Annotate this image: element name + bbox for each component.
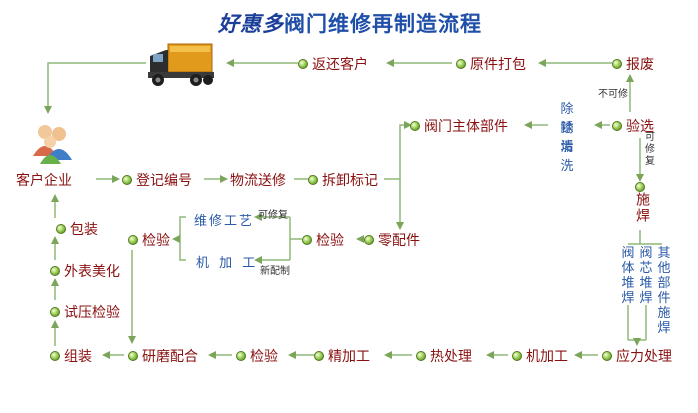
node-dot: [50, 307, 60, 317]
node-heat-treatment: 热处理: [416, 346, 472, 366]
label-descale: 除垢: [560, 121, 584, 155]
node-dot: [602, 351, 612, 361]
node-machining-2: 机 加 工: [196, 256, 259, 271]
node-label: 精加工: [328, 349, 370, 365]
node-label: 试压检验: [64, 305, 120, 321]
label-repairable-1: 可修复: [645, 132, 655, 167]
weld-column-other: 其他部件施焊: [657, 246, 671, 336]
node-label: 登记编号: [136, 173, 192, 189]
node-disassemble: 拆卸标记: [308, 170, 378, 190]
node-dot: [314, 351, 324, 361]
brand-name: 好惠多: [218, 12, 284, 36]
node-dot: [298, 59, 308, 69]
node-pressure-test: 试压检验: [50, 302, 120, 322]
node-repair-process: 维修工艺: [194, 214, 255, 229]
weld-column-core: 阀芯堆焊: [639, 246, 653, 306]
node-label: 检验: [316, 233, 344, 249]
node-dot: [410, 121, 420, 131]
node-label: 施焊: [634, 192, 650, 224]
people-icon: [33, 125, 72, 164]
node-register: 登记编号: [122, 170, 192, 190]
node-inspect-select: 验选: [612, 116, 654, 136]
node-spare-parts: 零配件: [364, 230, 420, 250]
node-packaging: 包装: [56, 219, 98, 239]
label-repairable-2: 可修复: [258, 210, 288, 221]
node-label: 检验: [142, 233, 170, 249]
weld-column-body: 阀体堆焊: [621, 246, 635, 306]
node-machining: 机加工: [512, 346, 568, 366]
node-return-customer: 返还客户: [298, 54, 368, 74]
node-dot: [128, 351, 138, 361]
node-label: 外表美化: [64, 264, 120, 280]
node-dot: [122, 175, 132, 185]
page-title: 好惠多阀门维修再制造流程: [218, 8, 482, 38]
label-derust: 除锈: [560, 102, 584, 136]
node-grinding: 研磨配合: [128, 346, 198, 366]
node-dot: [364, 235, 374, 245]
label-new-made: 新配制: [260, 266, 290, 277]
node-label: 零配件: [378, 233, 420, 249]
node-dot: [56, 224, 66, 234]
node-original-pack: 原件打包: [456, 54, 526, 74]
node-label: 检验: [250, 349, 278, 365]
node-label: 客户企业: [16, 173, 72, 189]
label-derust-group: 除锈: [552, 100, 592, 138]
node-label: 研磨配合: [142, 349, 198, 365]
node-dot: [308, 175, 318, 185]
node-appearance: 外表美化: [50, 261, 120, 281]
node-label: 物流送修: [230, 173, 286, 189]
title-text: 阀门维修再制造流程: [284, 12, 482, 36]
node-dot: [635, 182, 645, 192]
node-label: 返还客户: [312, 57, 368, 73]
node-valve-body: 阀门主体部件: [410, 116, 508, 136]
node-logistics: 物流送修: [230, 170, 286, 190]
node-dot: [50, 266, 60, 276]
node-dot: [50, 351, 60, 361]
node-dot: [456, 59, 466, 69]
node-dot: [612, 121, 622, 131]
node-dot: [416, 351, 426, 361]
node-dot: [612, 59, 622, 69]
node-inspection-2: 检验: [128, 230, 170, 250]
node-customer: 客户企业: [16, 170, 72, 190]
node-welding: 施焊: [632, 182, 652, 224]
node-dot: [512, 351, 522, 361]
node-label: 机加工: [526, 349, 568, 365]
node-label: 原件打包: [470, 57, 526, 73]
truck-icon: [148, 43, 214, 86]
label-clean: 清洗: [560, 140, 584, 174]
node-label: 阀门主体部件: [424, 119, 508, 135]
label-descale-group: 除垢: [552, 119, 592, 157]
node-label: 包装: [70, 222, 98, 238]
label-clean-group: 清洗: [552, 138, 592, 176]
node-label: 验选: [626, 119, 654, 135]
node-label: 热处理: [430, 349, 472, 365]
node-dot: [302, 235, 312, 245]
node-assembly: 组装: [50, 346, 92, 366]
node-dot: [236, 351, 246, 361]
node-label: 组装: [64, 349, 92, 365]
node-finishing: 精加工: [314, 346, 370, 366]
node-inspection-3: 检验: [236, 346, 278, 366]
node-label: 报废: [626, 57, 654, 73]
node-stress-relief: 应力处理: [602, 346, 672, 366]
label-unrepairable: 不可修: [598, 89, 628, 100]
node-scrap: 报废: [612, 54, 654, 74]
node-label: 拆卸标记: [322, 173, 378, 189]
node-dot: [128, 235, 138, 245]
node-inspection-1: 检验: [302, 230, 344, 250]
node-label: 应力处理: [616, 349, 672, 365]
